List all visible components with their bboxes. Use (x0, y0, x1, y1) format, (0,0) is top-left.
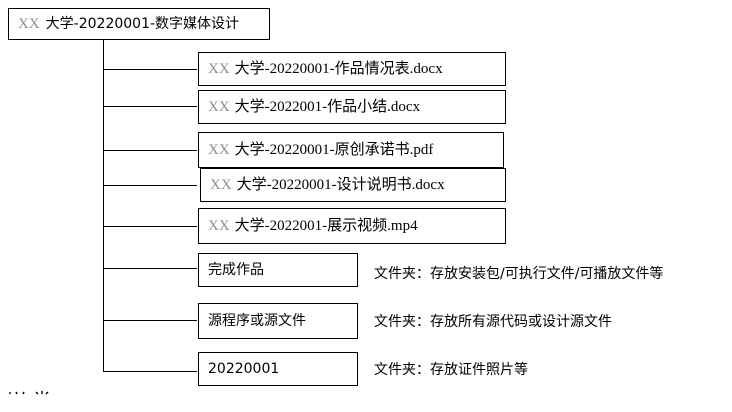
root-folder-box: XX 大学-20220001-数字媒体设计 (8, 8, 270, 40)
branch-line (103, 268, 197, 269)
file-prefix: XX (210, 176, 232, 193)
file-name: 大学-2022001-作品小结.docx (234, 98, 421, 115)
folder-note: 文件夹：存放所有源代码或设计源文件 (374, 314, 612, 330)
file-prefix: XX (208, 217, 230, 234)
file-name: 大学-20220001-作品情况表.docx (234, 60, 443, 77)
folder-box-source-files: 源程序或源文件 (198, 303, 358, 339)
file-box-demo-video: XX 大学-2022001-展示视频.mp4 (198, 208, 506, 244)
folder-name: 完成作品 (208, 262, 264, 278)
folder-name: 20220001 (208, 361, 280, 377)
branch-line (103, 371, 197, 372)
file-box-work-info: XX 大学-20220001-作品情况表.docx (198, 52, 506, 86)
root-prefix: XX (18, 15, 40, 32)
branch-line (103, 185, 197, 186)
file-prefix: XX (208, 141, 230, 158)
file-name: 大学-2022001-展示视频.mp4 (234, 217, 418, 234)
file-box-originality-pledge: XX 大学-20220001-原创承诺书.pdf (198, 132, 504, 168)
trunk-line (103, 40, 104, 372)
branch-line (103, 226, 197, 227)
folder-note: 文件夹：存放安装包/可执行文件/可播放文件等 (374, 266, 664, 282)
branch-line (103, 150, 197, 151)
cropped-text-fragment (2, 390, 62, 412)
file-prefix: XX (208, 60, 230, 77)
file-box-work-summary: XX 大学-2022001-作品小结.docx (198, 90, 506, 124)
branch-line (103, 320, 197, 321)
folder-box-finished-work: 完成作品 (198, 253, 358, 287)
folder-box-id-photos: 20220001 (198, 352, 358, 386)
file-name: 大学-20220001-原创承诺书.pdf (234, 141, 434, 158)
folder-name: 源程序或源文件 (208, 313, 306, 329)
file-box-design-doc: XX 大学-20220001-设计说明书.docx (200, 168, 506, 202)
root-folder-name: 大学-20220001-数字媒体设计 (45, 16, 240, 32)
file-prefix: XX (208, 98, 230, 115)
file-name: 大学-20220001-设计说明书.docx (236, 176, 445, 193)
folder-note: 文件夹：存放证件照片等 (374, 362, 528, 378)
branch-line (103, 106, 197, 107)
branch-line (103, 69, 197, 70)
